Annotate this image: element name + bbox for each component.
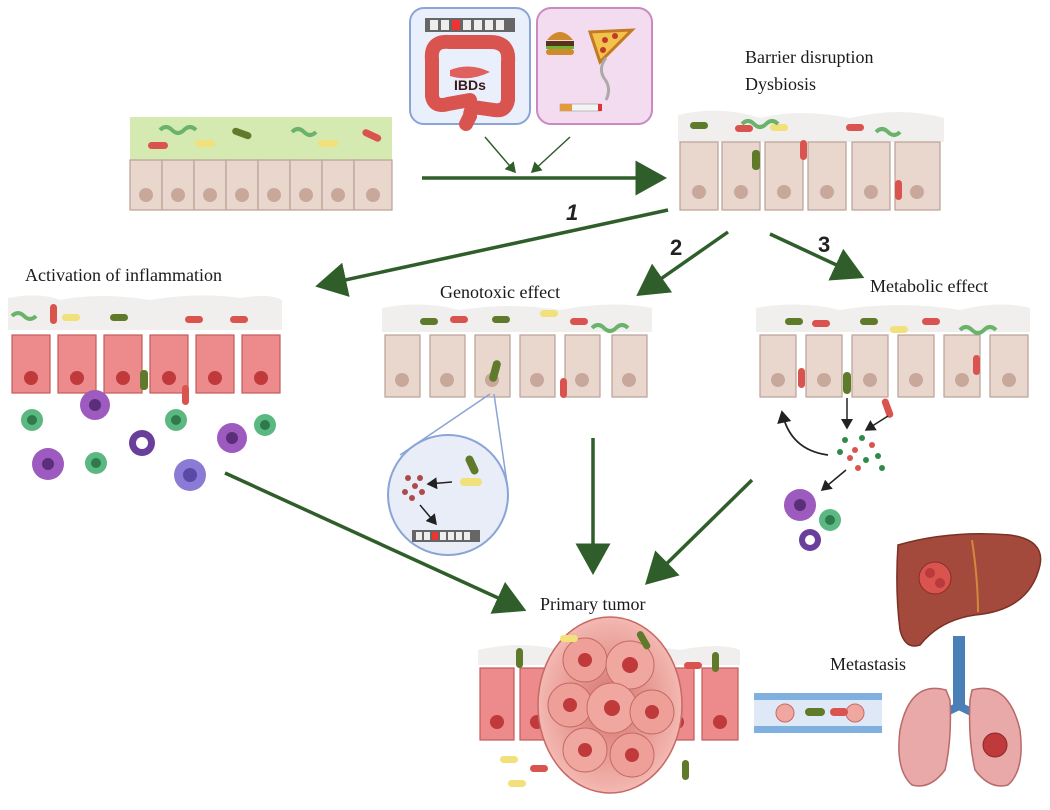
tumor-mass (537, 616, 683, 794)
genotoxin-zoom (387, 393, 509, 556)
pathway-1-arrow (315, 208, 669, 297)
bacteria-icon (500, 631, 719, 787)
genotoxic-epithelium (382, 304, 652, 398)
bacteria-icon (785, 318, 998, 418)
pathway-1-number: 1 (566, 200, 578, 225)
blood-vessel-icon (754, 693, 882, 733)
genotoxic-label: Genotoxic effect (440, 282, 560, 302)
cigarette-icon (559, 57, 611, 112)
inflammation-to-tumor-arrow (224, 471, 527, 614)
bacteria-icon (148, 125, 382, 149)
lifestyle-to-process-arrow (530, 136, 571, 174)
metabolic-epithelium (756, 304, 1030, 551)
pathway-2-arrow (636, 230, 730, 297)
genetic-to-process-arrow (484, 136, 516, 174)
pathway-2-number: 2 (670, 235, 682, 260)
metastasis-label: Metastasis (830, 654, 906, 674)
lifestyle-risk-box (536, 7, 653, 125)
bacteria-icon (420, 310, 630, 398)
pathway-3-number: 3 (818, 232, 830, 257)
healthy-epithelium (129, 117, 393, 211)
bacteria-icon (10, 304, 248, 405)
dna-icon (425, 18, 515, 32)
inflammation-label: Activation of inflammation (25, 265, 222, 285)
pizza-icon (587, 28, 636, 65)
tumor-epithelium (478, 616, 740, 794)
bacteria-icon (690, 119, 902, 200)
immune-cell-icon (784, 489, 841, 551)
immune-cell-icon (21, 390, 276, 491)
dna-icon (412, 530, 480, 542)
pathway-3-arrow (769, 232, 865, 281)
dysbiosis-label: Dysbiosis (745, 74, 816, 94)
liver-icon (896, 533, 1042, 647)
genetic-risk-box: IBDs (409, 7, 531, 131)
burger-icon (546, 32, 574, 55)
disrupted-epithelium (678, 110, 944, 211)
metabolic-to-tumor-arrow (645, 478, 754, 585)
metabolic-label: Metabolic effect (870, 276, 988, 296)
intestine-icon (424, 34, 516, 131)
ibds-label: IBDs (454, 77, 486, 93)
lung-icon (898, 636, 1022, 787)
barrier-disruption-label: Barrier disruption (745, 47, 873, 67)
metabolite-cluster (837, 435, 885, 471)
primary-tumor-label: Primary tumor (540, 594, 646, 614)
inflammation-epithelium (8, 295, 282, 491)
